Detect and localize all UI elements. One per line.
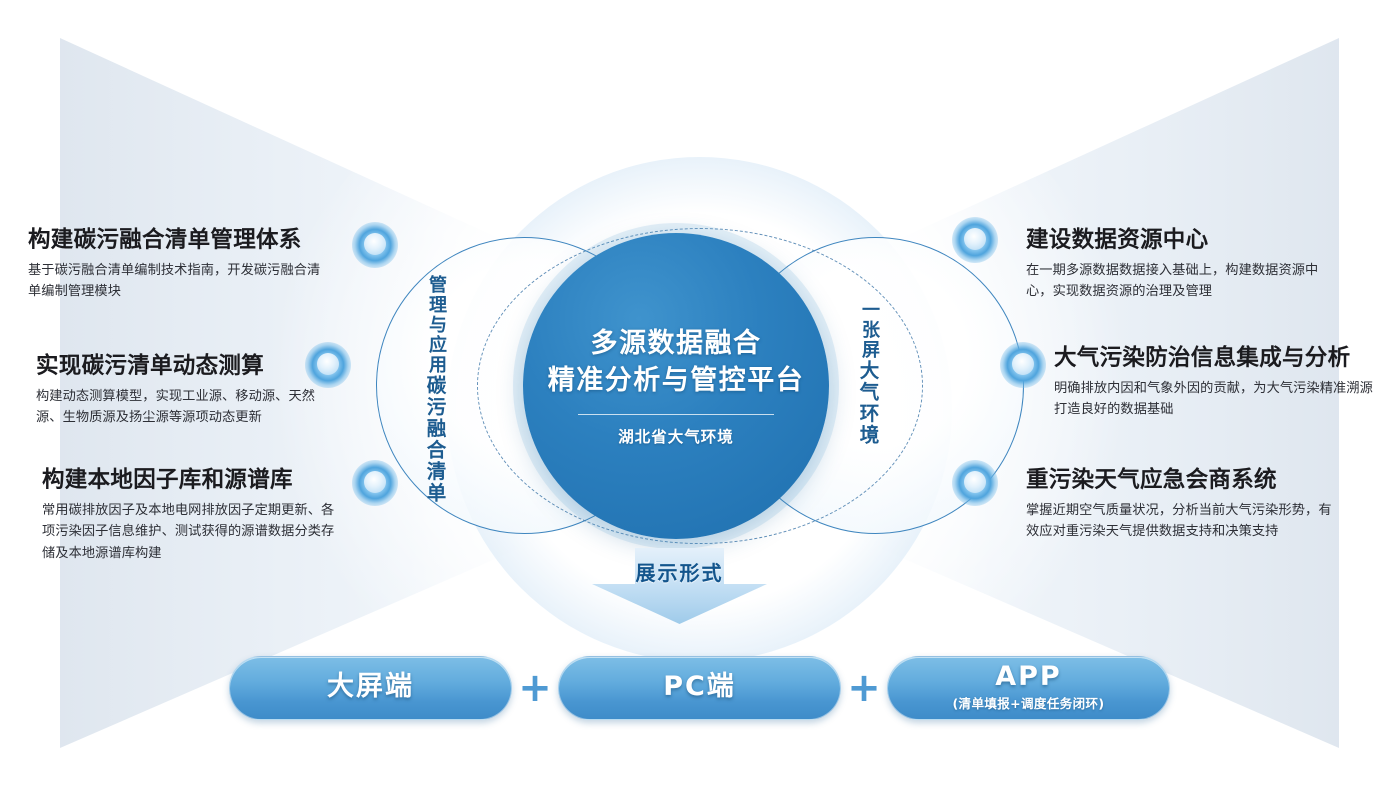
- bullet-dot-right-1: [952, 217, 998, 263]
- dashed-orbit-circle: [477, 228, 923, 544]
- feature-desc: 构建动态测算模型，实现工业源、移动源、天然源、生物质源及扬尘源等源项动态更新: [36, 389, 316, 426]
- feature-block-left-3: 构建本地因子库和源谱库 常用碳排放因子及本地电网排放因子定期更新、各项污染因子信…: [42, 462, 342, 564]
- feature-block-right-2: 大气污染防治信息集成与分析 明确排放内因和气象外因的贡献，为大气污染精准溯源打造…: [1054, 340, 1374, 421]
- feature-desc: 在一期多源数据数据接入基础上，构建数据资源中心，实现数据资源的治理及管理: [1026, 263, 1319, 300]
- venn-label-left-sub: 管理与应用: [426, 275, 447, 375]
- channel-subtitle: (清单填报+调度任务闭环): [952, 696, 1105, 712]
- feature-block-right-1: 建设数据资源中心 在一期多源数据数据接入基础上，构建数据资源中心，实现数据资源的…: [1026, 222, 1336, 303]
- channel-pill-pc[interactable]: PC端: [558, 655, 841, 720]
- feature-title: 实现碳污清单动态测算: [36, 353, 265, 379]
- feature-title: 重污染天气应急会商系统: [1026, 467, 1277, 493]
- venn-label-right: 大气环境 一张屏: [853, 300, 882, 446]
- core-divider: [578, 414, 774, 416]
- bullet-dot-left-2: [305, 342, 351, 388]
- feature-block-right-3: 重污染天气应急会商系统 掌握近期空气质量状况，分析当前大气污染形势，有效应对重污…: [1026, 462, 1336, 543]
- feature-desc: 明确排放内因和气象外因的贡献，为大气污染精准溯源打造良好的数据基础: [1054, 381, 1373, 418]
- venn-label-left-main: 碳污融合清单: [423, 375, 446, 504]
- delivery-channels-row: 大屏端 + PC端 + APP (清单填报+调度任务闭环): [0, 645, 1399, 730]
- feature-block-left-1: 构建碳污融合清单管理体系 基于碳污融合清单编制技术指南，开发碳污融合清单编制管理…: [28, 222, 333, 303]
- feature-title: 构建本地因子库和源谱库: [42, 467, 293, 493]
- feature-desc: 掌握近期空气质量状况，分析当前大气污染形势，有效应对重污染天气提供数据支持和决策…: [1026, 503, 1332, 540]
- channel-pill-big-screen[interactable]: 大屏端: [229, 655, 512, 720]
- feature-title: 大气污染防治信息集成与分析: [1054, 345, 1351, 371]
- bullet-dot-right-3: [952, 460, 998, 506]
- feature-desc: 基于碳污融合清单编制技术指南，开发碳污融合清单编制管理模块: [28, 263, 321, 300]
- arrow-label: 展示形式: [635, 561, 724, 585]
- channel-title: APP: [995, 660, 1062, 692]
- channel-title: PC端: [663, 671, 736, 703]
- feature-title: 建设数据资源中心: [1026, 227, 1209, 253]
- core-title-line2: 精准分析与管控平台: [547, 365, 805, 395]
- feature-block-left-2: 实现碳污清单动态测算 构建动态测算模型，实现工业源、移动源、天然源、生物质源及扬…: [36, 348, 321, 429]
- core-circle: 多源数据融合 精准分析与管控平台 湖北省大气环境: [523, 233, 829, 539]
- venn-label-right-main: 大气环境: [856, 360, 879, 446]
- bullet-dot-left-3: [352, 460, 398, 506]
- core-subtitle: 湖北省大气环境: [618, 429, 734, 447]
- core-title-line1: 多源数据融合: [590, 327, 762, 358]
- arrow-down-icon: [592, 548, 767, 624]
- bullet-dot-left-1: [352, 222, 398, 268]
- plus-separator-1: +: [518, 664, 552, 711]
- channel-title: 大屏端: [327, 671, 414, 703]
- venn-label-left: 碳污融合清单 管理与应用: [418, 275, 449, 504]
- feature-desc: 常用碳排放因子及本地电网排放因子定期更新、各项污染因子信息维护、测试获得的源谱数…: [42, 503, 335, 561]
- display-form-arrow: 展示形式: [592, 548, 767, 624]
- bullet-dot-right-2: [1000, 342, 1046, 388]
- plus-separator-2: +: [847, 664, 881, 711]
- venn-label-right-sub: 一张屏: [859, 300, 880, 360]
- feature-title: 构建碳污融合清单管理体系: [28, 227, 302, 253]
- channel-pill-app[interactable]: APP (清单填报+调度任务闭环): [887, 655, 1170, 720]
